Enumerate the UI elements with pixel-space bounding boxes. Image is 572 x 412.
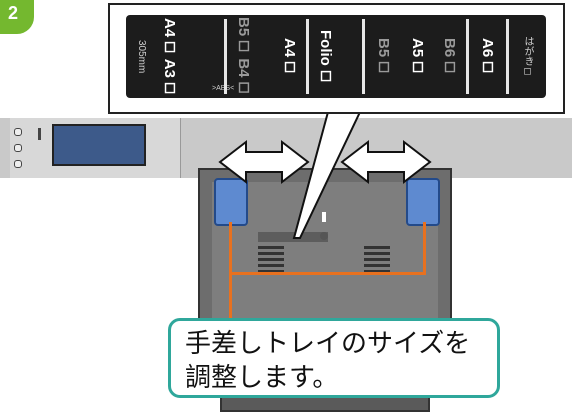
step-number-badge: 2 [0, 0, 34, 34]
paper-size-label-strip: 305mm A4◻ A3◻ >ABS< B5◻ B4◻ A4◻ Folio◻ B… [126, 15, 546, 98]
indicator-line [229, 222, 232, 320]
indicator-dot [14, 128, 22, 136]
size-a4: A4◻ [281, 37, 298, 76]
size-folio: Folio◻ [317, 29, 334, 84]
size-a4-a3: A4◻ A3◻ [161, 17, 178, 96]
indicator-dot [14, 144, 22, 152]
size-hagaki: はがき◻ [522, 36, 533, 77]
double-arrow-left-icon [218, 139, 310, 185]
size-a5: A5◻ [409, 37, 426, 76]
indicator-line [229, 272, 426, 275]
tray-screw [320, 232, 328, 240]
double-arrow-right-icon [340, 139, 432, 185]
instruction-caption: 手差しトレイのサイズを 調整します。 [168, 318, 500, 398]
abs-mark: >ABS< [212, 85, 234, 92]
size-a6: A6◻ [479, 37, 496, 76]
size-b6: B6◻ [441, 37, 458, 76]
caption-line-1: 手差しトレイのサイズを [185, 329, 471, 359]
callout-pointer [292, 111, 362, 239]
step-number: 2 [7, 2, 18, 23]
size-b5: B5◻ [375, 37, 392, 76]
indicator-dot [14, 160, 22, 168]
tray-marker [322, 212, 326, 222]
size-305mm: 305mm [136, 39, 147, 74]
vent-left [258, 246, 284, 273]
vent-right [364, 246, 390, 273]
indicator-line [423, 222, 426, 274]
touch-screen [52, 124, 146, 166]
caption-line-2: 調整します。 [185, 363, 339, 393]
size-b5-b4: B5◻ B4◻ [235, 17, 252, 96]
panel-mark [38, 128, 41, 140]
tray-slot [258, 232, 328, 242]
